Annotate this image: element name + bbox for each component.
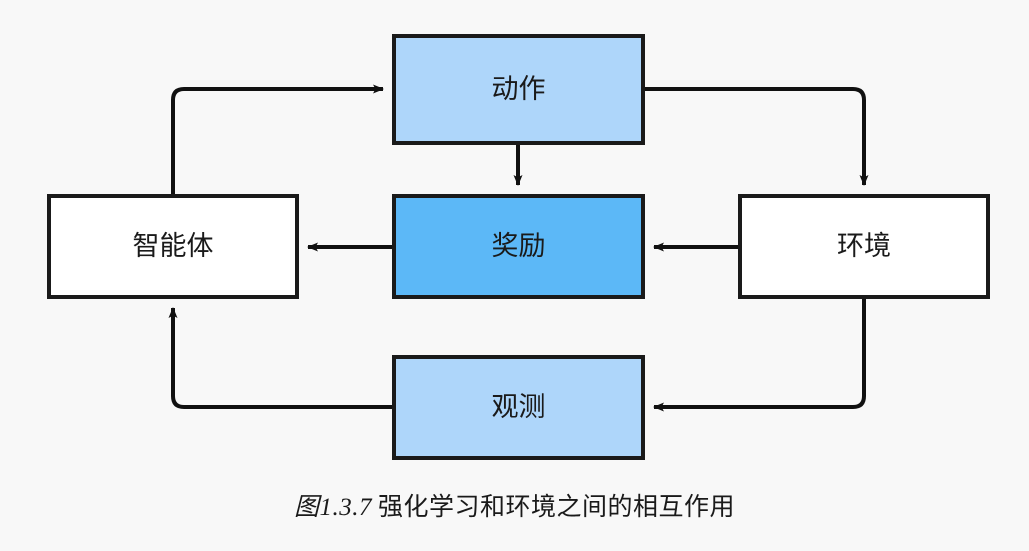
node-reward-label: 奖励 (492, 231, 546, 261)
node-action-label: 动作 (492, 74, 546, 104)
node-observation-label: 观测 (492, 392, 546, 422)
figure-caption-index: 图1.3.7 (293, 494, 372, 521)
node-reward-box[interactable] (392, 194, 645, 299)
node-observation[interactable]: 观测 (392, 355, 645, 460)
node-reward[interactable]: 奖励 (392, 194, 645, 299)
node-observation-box[interactable] (392, 355, 645, 460)
node-agent-box[interactable] (47, 194, 299, 299)
edge-agent-to-action (171, 84, 384, 196)
node-environment[interactable]: 环境 (738, 194, 990, 299)
node-action[interactable]: 动作 (392, 34, 645, 145)
node-environment-box[interactable] (738, 194, 990, 299)
node-agent[interactable]: 智能体 (47, 194, 299, 299)
node-environment-label: 环境 (837, 231, 891, 261)
edges-group (168, 84, 869, 412)
edge-environment-to-observation (653, 297, 866, 412)
edge-observation-to-agent (168, 307, 394, 409)
node-action-box[interactable] (392, 34, 645, 145)
edge-action-to-environment (643, 87, 869, 186)
figure-caption-title: 强化学习和环境之间的相互作用 (378, 493, 736, 521)
node-agent-label: 智能体 (133, 231, 214, 261)
